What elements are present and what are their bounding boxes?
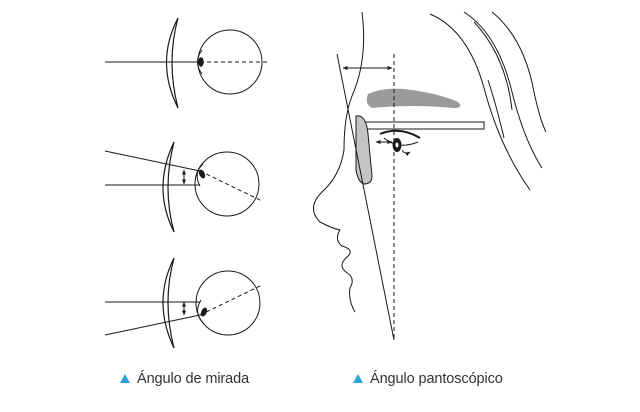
cornea: [197, 299, 205, 325]
pupil: [200, 307, 208, 317]
eye-diagram-down: [104, 141, 263, 233]
pupil: [198, 169, 206, 179]
cornea: [197, 49, 203, 75]
pantoscopic-angle-caption: Ángulo pantoscópico: [353, 371, 503, 387]
gaze-dashed-line: [199, 284, 263, 316]
gaze-ray-line: [104, 150, 201, 172]
spectacle-lens: [165, 17, 179, 109]
eye-diagram-up: [104, 257, 263, 349]
eyebrow: [366, 88, 461, 108]
spectacle-lens: [162, 257, 175, 349]
eyeball: [194, 151, 260, 217]
glasses-temple: [361, 121, 485, 130]
hair-lines: [429, 11, 547, 191]
cornea: [196, 163, 204, 187]
triangle-up-icon: [120, 374, 130, 383]
gaze-ray-line: [104, 314, 201, 336]
face-outline: [313, 11, 365, 313]
profile-eye: [375, 129, 421, 157]
eyeball: [195, 270, 261, 336]
pupil: [198, 57, 204, 67]
pantoscopic-angle-label: Ángulo pantoscópico: [370, 371, 503, 387]
eye-diagram-straight: [105, 17, 270, 109]
gaze-angle-caption: Ángulo de mirada: [120, 371, 249, 387]
gaze-angle-label: Ángulo de mirada: [137, 371, 250, 387]
face-profile-diagram: [313, 11, 547, 341]
gaze-dashed-line: [199, 170, 263, 202]
spectacle-lens: [162, 141, 175, 233]
lens-plane-line: [336, 53, 395, 341]
triangle-up-icon: [353, 374, 363, 383]
